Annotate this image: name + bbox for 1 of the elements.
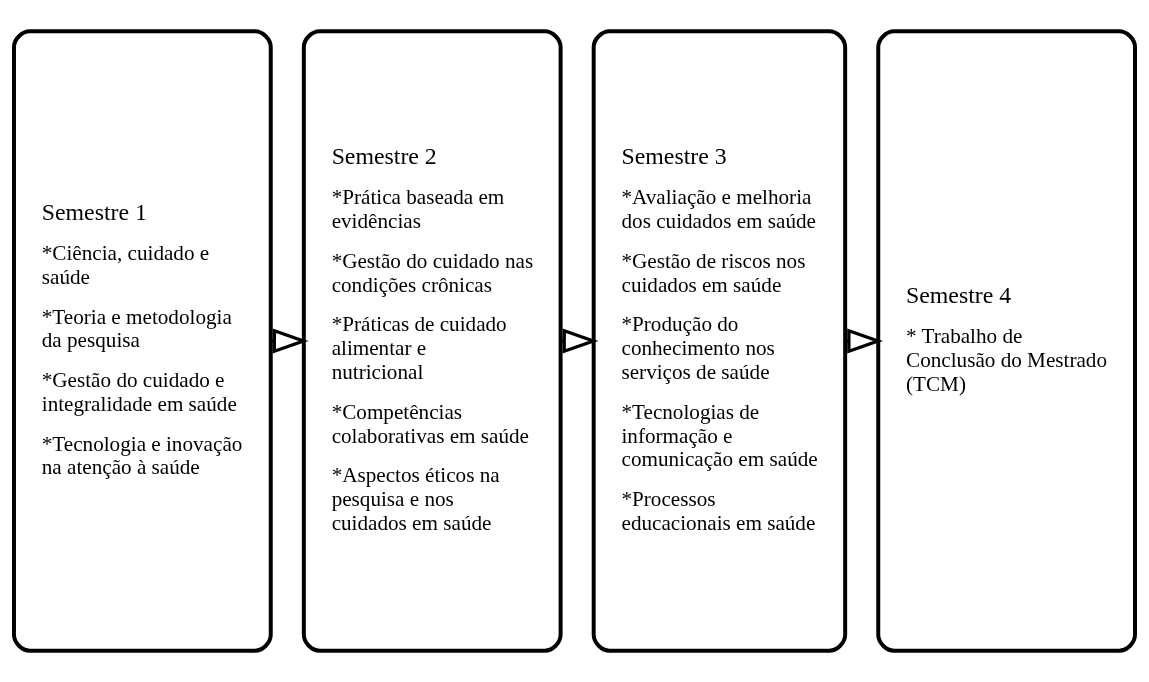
node-box: Semestre 4 * Trabalho de Conclusão do Mestrado (TCM) xyxy=(876,29,1137,653)
